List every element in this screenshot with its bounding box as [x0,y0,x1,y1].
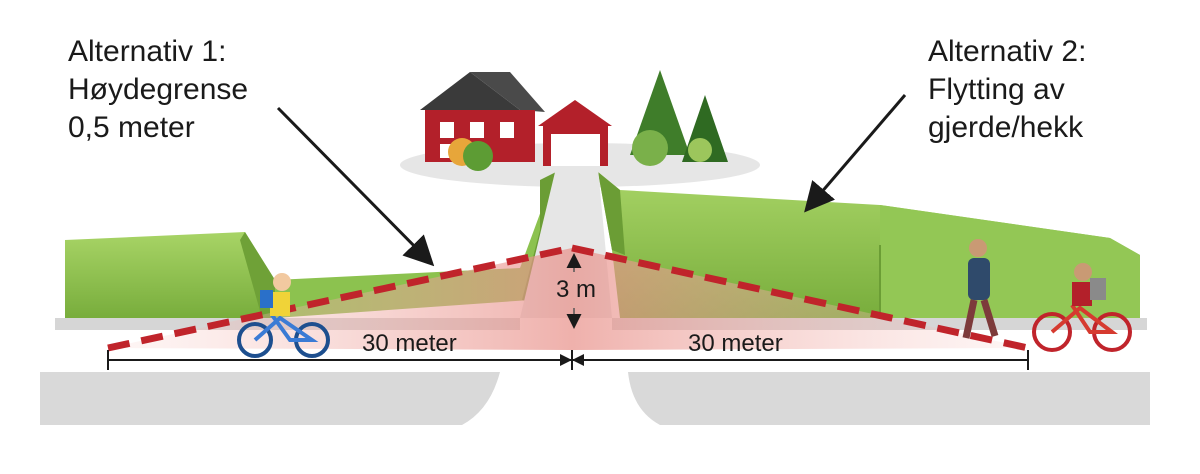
alt2-line2: Flytting av [928,73,1065,106]
alt1-line1: Alternativ 1: [68,35,227,68]
trees [630,70,728,166]
bush [463,141,493,171]
cyclist-right [1032,263,1132,352]
dimension-right-label: 30 meter [688,330,783,357]
garage [538,100,612,166]
label-alternative-2: Alternativ 2: Flytting av gjerde/hekk [928,33,1086,147]
pedestrian [962,239,999,339]
sight-line-right [571,244,1029,352]
cyclist-left [237,273,330,358]
alt2-line3: gjerde/hekk [928,111,1084,144]
dimension-left-label: 30 meter [362,330,457,357]
dimension-arrow [560,354,572,366]
dimension-arrow [572,354,584,366]
alt1-line2: Høydegrense [68,73,249,106]
road-right [628,372,1150,425]
height-label: 3 m [556,276,597,303]
sight-line-left [107,244,573,352]
alt1-line3: 0,5 meter [68,111,195,144]
pointer-arrow-alt2 [804,94,907,213]
road-left [40,372,500,425]
pointer-arrow-alt1 [276,106,435,267]
label-alternative-1: Alternativ 1: Høydegrense 0,5 meter [68,33,248,147]
alt2-line1: Alternativ 2: [928,35,1087,68]
